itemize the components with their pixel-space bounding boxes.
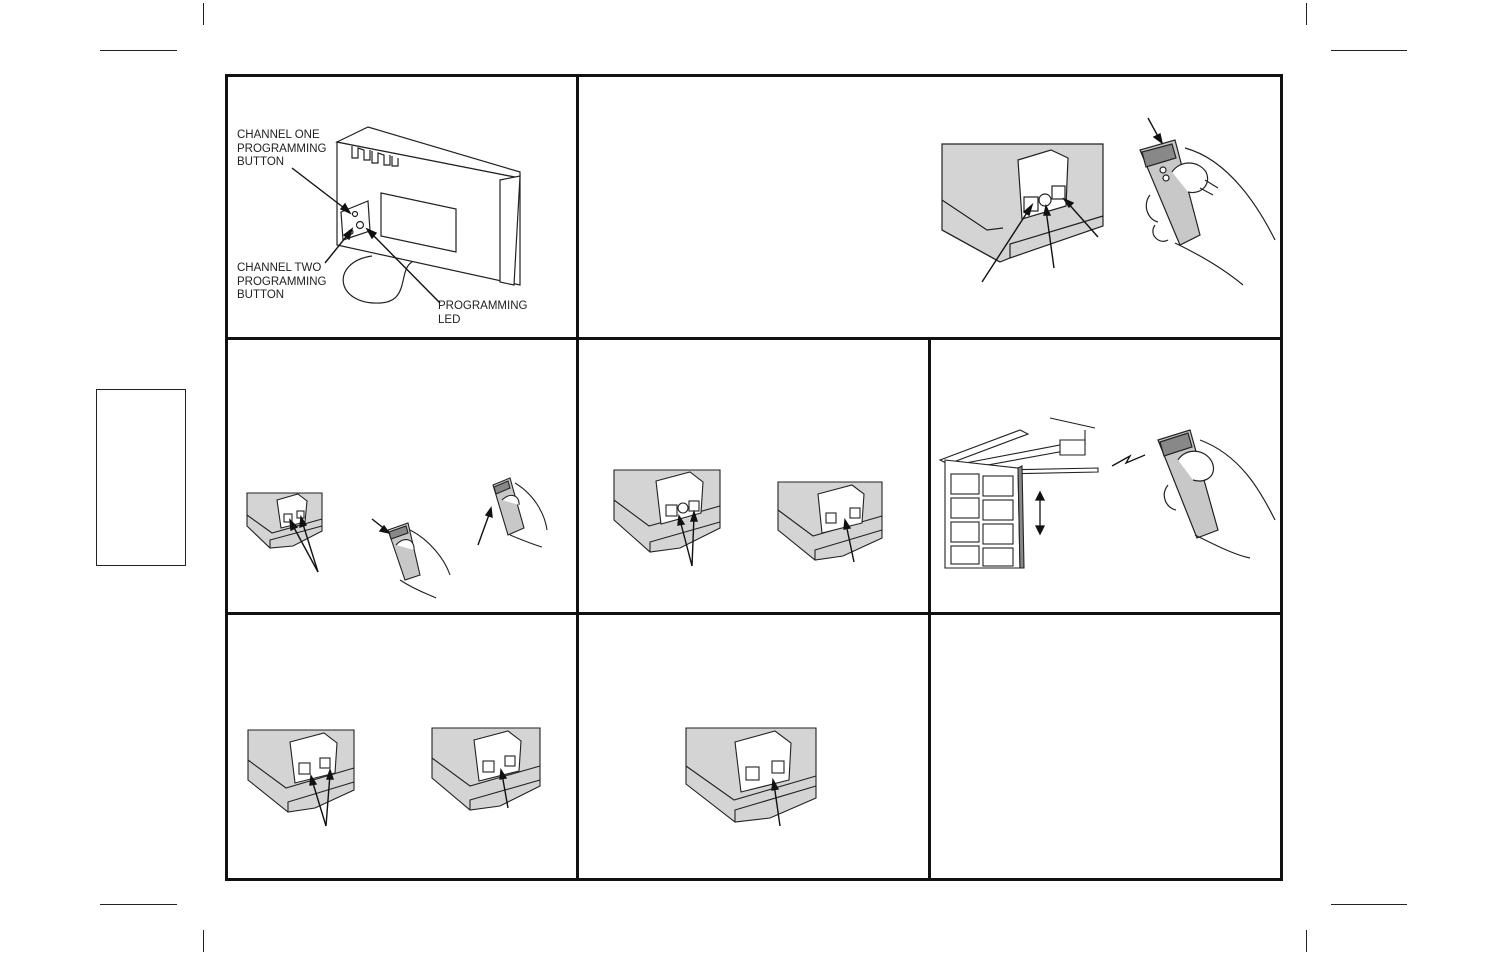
divider-v1 [576, 74, 579, 881]
crop-mark-bl-v [203, 930, 204, 952]
crop-mark-bl-h [100, 904, 177, 905]
instruction-grid [225, 74, 1283, 881]
side-tab-box [96, 389, 186, 566]
divider-h1 [225, 337, 1283, 340]
crop-mark-tr-v [1306, 3, 1307, 25]
crop-mark-tl-v [203, 3, 204, 25]
channel-one-label: CHANNEL ONE PROGRAMMING BUTTON [237, 129, 327, 168]
channel-two-label: CHANNEL TWO PROGRAMMING BUTTON [237, 262, 327, 301]
divider-v2 [928, 338, 931, 881]
crop-mark-br-v [1306, 930, 1307, 952]
programming-led-label: PROGRAMMING LED [438, 300, 528, 326]
divider-h2 [225, 612, 1283, 615]
crop-mark-br-h [1331, 904, 1407, 905]
crop-mark-tl-h [100, 50, 177, 51]
crop-mark-tr-h [1331, 50, 1407, 51]
